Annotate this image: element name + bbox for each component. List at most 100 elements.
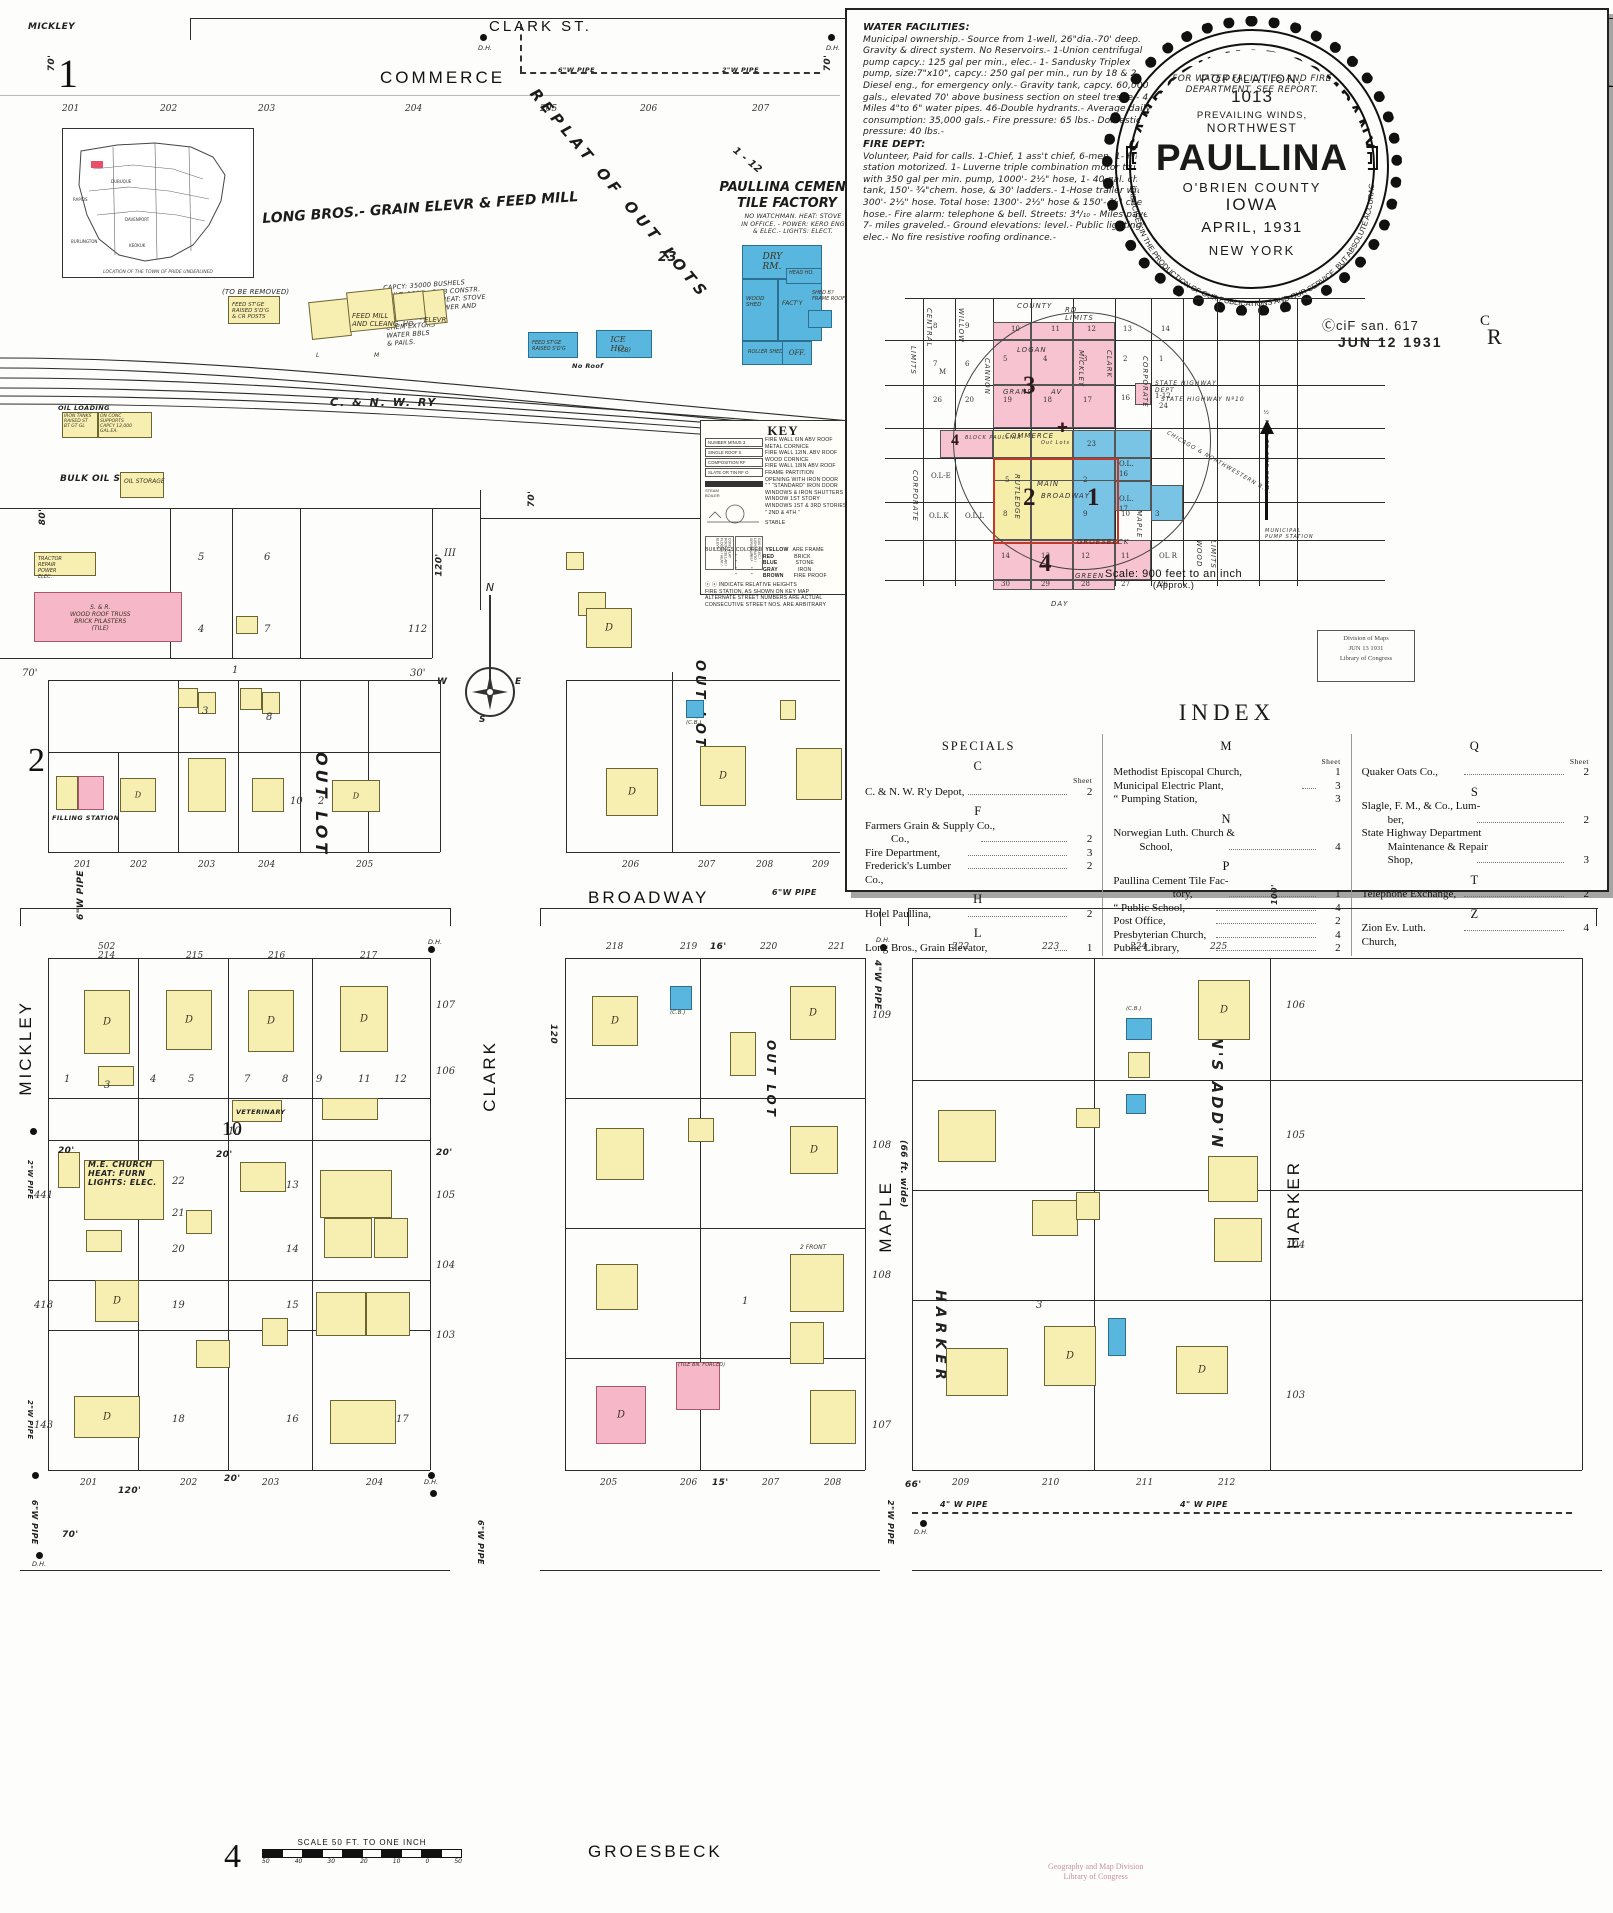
key-entry: OPENING WITH IRON DOOR bbox=[765, 476, 839, 483]
building-g9 bbox=[1214, 1218, 1262, 1262]
index-letter: Z bbox=[1470, 906, 1481, 921]
dry-room-label: DRY RM. bbox=[762, 252, 783, 272]
building-a1 bbox=[178, 688, 198, 708]
index-item-name: Municipal Electric Plant, bbox=[1113, 779, 1224, 792]
key-fire-station-note: FIRE STATION, AS SHOWN ON KEY MAP bbox=[705, 588, 810, 595]
street-label-broadway: BROADWAY bbox=[588, 888, 710, 907]
index-row: Public Library, 2 bbox=[1113, 942, 1340, 956]
index-item-sheet: 4 bbox=[1335, 840, 1341, 853]
key-title: KEY bbox=[767, 423, 799, 438]
index-item-name: Presbyterian Church, bbox=[1113, 928, 1207, 941]
index-letter: F bbox=[974, 804, 984, 818]
street-label-groesbeck: GROESBECK bbox=[588, 1842, 723, 1861]
index-sheet-label: Sheet bbox=[1073, 776, 1093, 785]
index-row: “ Pumping Station, 3 bbox=[1113, 793, 1340, 807]
building-tag: FEED MILL bbox=[352, 312, 389, 320]
factory-label: FACT'Y bbox=[782, 300, 803, 307]
key-entry: WINDOWS & IRON SHUTTERS bbox=[765, 489, 844, 496]
building-oil-tank-2 bbox=[98, 412, 152, 438]
index-letter: Q bbox=[1469, 739, 1481, 753]
seal-winds: NORTHWEST bbox=[1206, 121, 1298, 135]
key-entry: WINDOW 1ST STORY bbox=[765, 496, 820, 503]
hydrant-dot bbox=[828, 34, 835, 41]
key-color-meaning: BRICK bbox=[794, 553, 811, 560]
building-f10-tile bbox=[676, 1362, 720, 1410]
building-f7 bbox=[596, 1264, 638, 1310]
pipe-label: 6"W PIPE bbox=[30, 1500, 39, 1545]
dwelling-letter: D bbox=[1065, 1350, 1075, 1362]
seal-city: PAULLINA bbox=[1155, 137, 1349, 178]
index-item-name: Zion Ev. Luth. Church, bbox=[1361, 922, 1426, 948]
scale-tick: 50 bbox=[454, 1858, 462, 1865]
index-item-sheet: 2 bbox=[1086, 860, 1093, 872]
fire-dept-title: FIRE DEPT: bbox=[863, 138, 926, 150]
seal-winds-label: PREVAILING WINDS, bbox=[1196, 110, 1308, 121]
index-letter: P bbox=[1222, 859, 1232, 873]
building-outlot-3 bbox=[796, 748, 842, 800]
index-item-sheet: 2 bbox=[1335, 942, 1341, 954]
hydrant-dot bbox=[428, 946, 435, 953]
key-left-column: NUMBER MINUS 3 SINGLE ROOF X COMPOSITION… bbox=[705, 438, 763, 570]
maple-width-note: (66 ft. wide) bbox=[898, 1140, 908, 1208]
hydrant-dot bbox=[480, 34, 487, 41]
stamp-line-2: JUN 12 1931 bbox=[1338, 334, 1443, 350]
address-label: 201 bbox=[62, 104, 80, 114]
index-title: INDEX bbox=[1178, 700, 1276, 725]
index-column-3: Q Sheet Quaker Oats Co., 2 S Slagle, F. … bbox=[1352, 734, 1599, 956]
key-bottom: BUILDINGS COLORED YELLOW ARE FRAME ” ” R… bbox=[705, 547, 863, 608]
index-item-sheet: 3 bbox=[1086, 846, 1093, 859]
building-e11 bbox=[262, 1318, 288, 1346]
street-label-commerce: COMMERCE bbox=[380, 68, 506, 87]
key-entry: FIRE WALL 18IN ABV ROOF bbox=[765, 463, 836, 470]
index-row: Post Office, 2 bbox=[1113, 915, 1340, 929]
building-a4 bbox=[262, 692, 280, 714]
dwelling-letter: D bbox=[604, 622, 614, 634]
index-item-sheet: 2 bbox=[1583, 813, 1590, 826]
index-letter: M bbox=[1220, 739, 1234, 753]
index-item-name: Fire Department, bbox=[865, 846, 941, 859]
street-label-harker-vert: HARKER bbox=[1284, 1160, 1303, 1249]
head-house-label: HEAD HO. bbox=[789, 270, 814, 276]
dwelling-letter: D bbox=[627, 786, 637, 798]
index-item-sheet: 2 bbox=[1086, 833, 1093, 845]
building-e1 bbox=[186, 1210, 212, 1234]
index-row: Hotel Paullina, 2 bbox=[865, 908, 1092, 922]
index-item-sheet: 3 bbox=[1335, 793, 1341, 805]
index-row: Presbyterian Church, 4 bbox=[1113, 929, 1340, 943]
building-head-house bbox=[786, 268, 822, 284]
street-label-mickley-vert: MICKLEY bbox=[16, 1000, 35, 1096]
map-border-line bbox=[190, 18, 191, 40]
stamp-suffix-c: C bbox=[1480, 313, 1491, 329]
index-row: Long Bros., Grain Elevator, 1 bbox=[865, 942, 1092, 956]
block-number-2: 2 bbox=[28, 742, 45, 779]
width-note-70b: 70' bbox=[823, 54, 834, 72]
index-row: School, 4 bbox=[1139, 840, 1341, 853]
ice-house-sub: (CB) bbox=[618, 347, 631, 354]
street-label-clark-st: CLARK ST. bbox=[489, 18, 592, 35]
index-row: Quaker Oats Co., 2 bbox=[1362, 766, 1589, 780]
index-letter: N bbox=[1221, 811, 1233, 826]
key-right-column: FIRE WALL 6IN ABV ROOF METAL CORNICE FIR… bbox=[765, 437, 864, 527]
key-entry: FIRE WALL 6IN ABV ROOF bbox=[765, 437, 833, 443]
long-bros-title: LONG BROS.- GRAIN ELEVR & FEED MILL bbox=[261, 188, 579, 228]
dwelling-letter: D bbox=[1197, 1364, 1207, 1376]
index-item-name: State Highway Department bbox=[1361, 827, 1482, 839]
building-e2: D bbox=[95, 1280, 139, 1322]
hydrant-label: D.H. bbox=[424, 1478, 439, 1486]
sanborn-company-seal: SANBORN MAP COMPANY COPYRIGHT 1931 BY TH… bbox=[1102, 16, 1402, 316]
dwelling-letter: D bbox=[266, 1015, 276, 1027]
hydrant-dot bbox=[30, 1128, 37, 1135]
svg-text:RAPIDS: RAPIDS bbox=[73, 197, 88, 202]
index-item-sheet: 4 bbox=[1583, 922, 1590, 934]
key-minibox: COMPOSITION RF bbox=[705, 458, 763, 467]
building-tractor-repair bbox=[34, 552, 96, 576]
building-feed-storage bbox=[228, 296, 280, 324]
index-row: Co., 2 bbox=[891, 833, 1093, 845]
index-item-name: Long Bros., Grain Elevator, bbox=[865, 941, 988, 954]
keymap-section-2: 2 bbox=[1023, 484, 1036, 511]
seal-population: 1013 bbox=[1231, 87, 1273, 106]
width-note-70: 70' bbox=[47, 54, 58, 72]
index-row: Frederick's Lumber Co., 2 bbox=[865, 860, 1092, 887]
